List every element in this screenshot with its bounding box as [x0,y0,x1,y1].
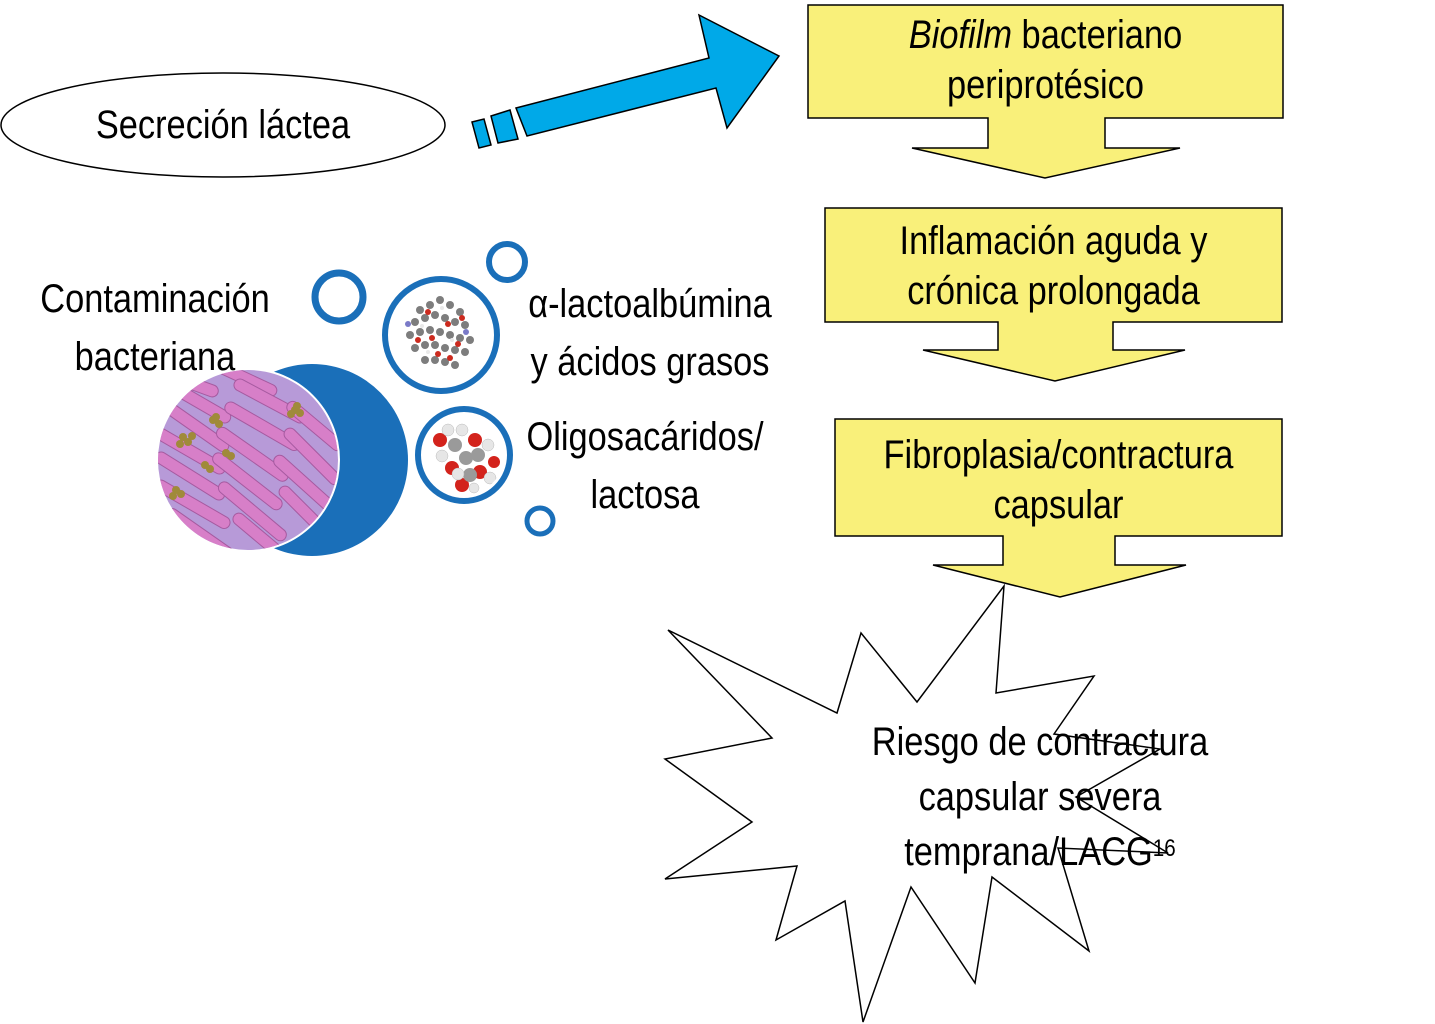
blue-arrow [471,13,781,149]
flow-step-1-line2: periprotésico [947,63,1144,107]
factor-protein-label: α-lactoalbúmina y ácidos grasos [525,275,774,391]
flow-step-2-line2: crónica prolongada [907,269,1200,313]
protein-molecule-image [382,276,500,394]
flow-step-1-italic: Biofilm [908,13,1013,57]
arrow-body [514,13,781,137]
flow-step-3-label: Fibroplasia/contractura capsular [866,430,1250,530]
flow-box-2-shape [824,207,1283,382]
outcome-reference: 16 [1152,835,1176,862]
bubble-small-bottom [524,505,556,537]
bubble-small-top [486,241,528,283]
flow-step-1-rest: bacteriano [1012,13,1183,57]
bacteria-image [156,368,340,552]
source-label-text: Secreción láctea [95,103,351,147]
source-label: Secreción láctea [57,96,389,154]
outcome-starburst [663,583,1169,1023]
flow-step-2-label: Inflamación aguda y crónica prolongada [857,216,1250,316]
flow-box-3-shape [834,418,1283,598]
sugar-molecule-image [415,406,513,504]
outcome-label: Riesgo de contractura capsular severa te… [868,715,1212,880]
flow-step-2-line1: Inflamación aguda y [899,219,1208,263]
flow-step-3-line1: Fibroplasia/contractura [883,433,1234,477]
source-ellipse [0,72,446,178]
factor-sugar-label: Oligosacáridos/ lactosa [525,408,766,524]
outcome-line1: Riesgo de contractura [871,720,1209,764]
factor-protein-line2: y ácidos grasos [530,340,770,384]
factor-bacterial-line1: Contaminación [40,277,270,321]
factor-protein-line1: α-lactoalbúmina [528,282,772,326]
factor-sugar-line2: lactosa [590,473,700,517]
flow-step-1-label: Biofilm bacteriano periprotésico [841,10,1250,110]
flow-box-1-shape [807,4,1284,179]
factor-bacterial-line2: bacteriana [74,335,236,379]
arrow-dash-1 [471,118,492,149]
outcome-line2: capsular severa [918,775,1162,819]
arrow-dash-2 [490,109,519,144]
flow-step-3-line2: capsular [993,483,1124,527]
bubble-small-left [311,269,367,325]
factor-bacterial-label: Contaminación bacteriana [39,270,271,386]
outcome-line3: temprana/LACG [904,830,1153,874]
factor-sugar-line1: Oligosacáridos/ [526,415,764,459]
